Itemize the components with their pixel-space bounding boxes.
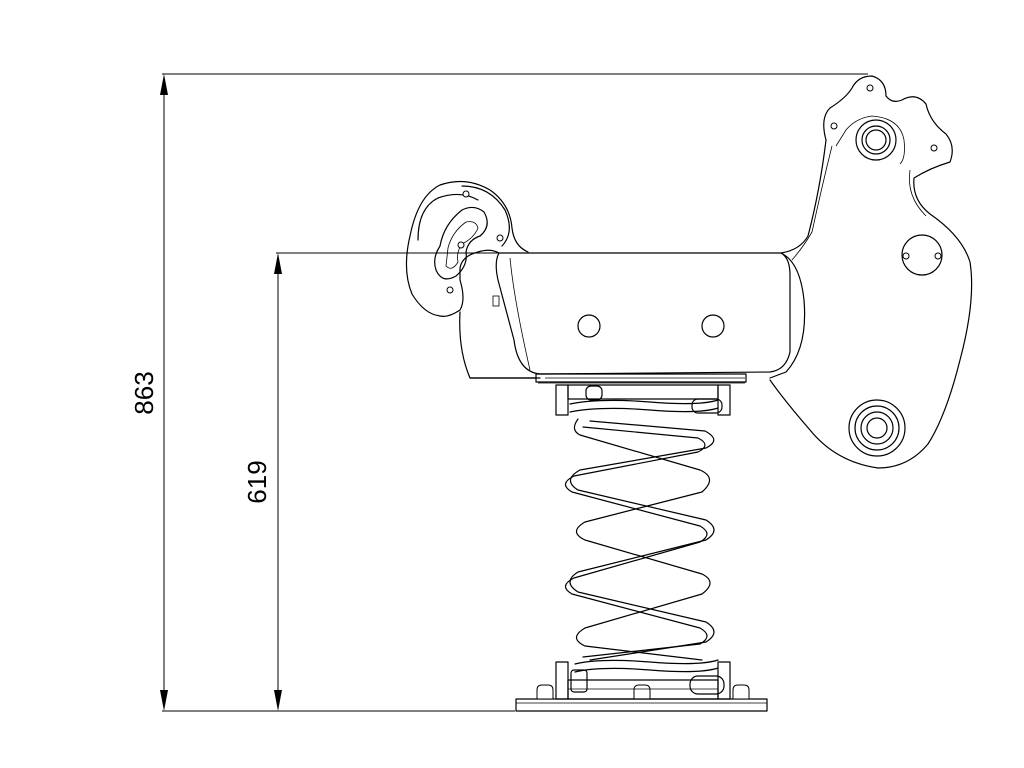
seat-hole-right (701, 314, 725, 338)
dimension-label-863: 863 (129, 371, 159, 414)
rear-panel-outline (405, 180, 529, 317)
dimension-overall-height: 863 (129, 73, 868, 712)
dimension-label-619: 619 (242, 460, 272, 503)
seat (492, 252, 806, 383)
lower-spring-mount (555, 659, 731, 700)
arrowhead-bottom (160, 690, 168, 711)
base-plate-outline (515, 698, 768, 712)
arrowhead-seat-bottom (274, 690, 282, 711)
foot-boss (848, 399, 906, 457)
base-bolts (536, 684, 750, 700)
seat-hole-left (577, 314, 601, 338)
arrowhead-top (160, 74, 168, 95)
handle-boss (901, 234, 943, 276)
upper-spring-mount (538, 377, 745, 416)
eye (855, 119, 897, 161)
handle-cutout (434, 206, 488, 280)
seat-outline (495, 252, 791, 375)
spring (564, 418, 715, 661)
dimension-seat-height: 619 (242, 252, 500, 711)
arrowhead-seat-top (274, 253, 282, 274)
rear-panel (405, 180, 541, 379)
head-panel (769, 75, 973, 469)
head-outline (769, 75, 973, 469)
